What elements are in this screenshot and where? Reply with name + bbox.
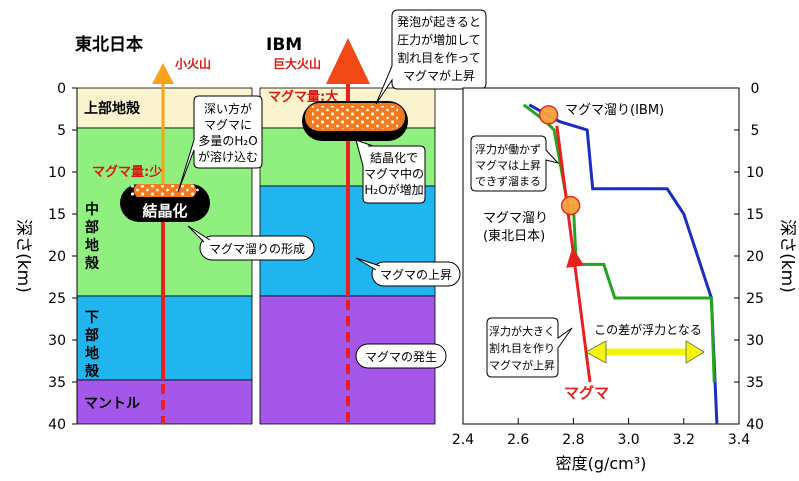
callout-magma-rise: マグマの上昇 [355,257,461,287]
svg-text:多量のH₂O: 多量のH₂O [198,134,257,148]
svg-text:マグマは上昇: マグマは上昇 [475,158,541,172]
svg-text:割れ目を作って: 割れ目を作って [397,50,480,65]
chart-y-tick-label: 40 [746,417,764,433]
chart-x-tick-label: 3.4 [728,432,750,448]
chart-y-tick-label: 15 [746,207,764,223]
left-depth-tick-label: 10 [48,165,66,181]
density-chart: 2.4 2.6 2.8 3.0 3.2 3.4 0 5 10 15 20 25 30 35 40 密度(g/… [452,81,797,473]
callout-bubbling: 発泡が起きると 圧力が増加して 割れ目を作って マグマが上昇 [375,9,487,105]
chart-x-tick-label: 2.6 [507,432,529,448]
left-depth-tick-label: 35 [48,375,66,391]
chart-x-tick-label: 2.4 [452,432,474,448]
chamber-marker-ibm [538,105,559,125]
chart-x-tick-label: 3.0 [617,432,639,448]
chamber-marker-tohoku [560,195,581,216]
left-panel: 0 5 10 15 20 25 30 35 40 深さ(km) 上部地殻 中 部 地 殻 下 部… [13,9,487,433]
left-depth-tick-label: 40 [48,417,66,433]
callout-magma-origin: マグマの発生 [355,343,447,369]
callout-deep-water: 深い方が マグマに 多量のH₂O が溶け込む [177,95,263,193]
chart-y-tick-label: 10 [746,165,764,181]
chart-axes: 2.4 2.6 2.8 3.0 3.2 3.4 0 5 10 15 20 25 30 35 40 [452,81,764,448]
svg-text:マグマが上昇: マグマが上昇 [403,68,475,83]
chart-x-tick-label: 2.8 [562,432,584,448]
ibm-magma-chamber [302,101,408,141]
svg-text:殻: 殻 [85,363,100,380]
chamber-tohoku-label-line2: (東北日本) [483,228,545,244]
chamber-tohoku-label-line1: マグマ溜り [483,211,548,226]
svg-text:浮力が働かず: 浮力が働かず [475,142,541,156]
left-depth-tick-label: 0 [57,81,66,97]
large-volcano-label: 巨大火山 [273,56,321,71]
svg-text:部: 部 [85,219,99,236]
left-depth-tick-label: 5 [57,123,66,139]
site-ibm-title: IBM [266,35,302,55]
chart-y-tick-label: 35 [746,375,764,391]
middle-crust-label: 中 部 地 殻 [85,201,100,272]
left-depth-tick-label: 20 [48,249,66,265]
svg-text:マグマ溜りの形成: マグマ溜りの形成 [209,241,305,256]
callout-buoyancy-none: 浮力が働かず マグマは上昇 できず溜まる [470,135,560,192]
left-depth-axis: 0 5 10 15 20 25 30 35 40 深さ(km) [13,81,78,433]
svg-text:圧力が増加して: 圧力が増加して [397,32,481,47]
svg-text:深い方が: 深い方が [204,101,252,116]
lower-crust-label: 下 部 地 殻 [85,310,100,380]
svg-text:結晶化で: 結晶化で [370,151,418,165]
chart-x-axis-label: 密度(g/cm³) [556,454,647,473]
chart-y-tick-label: 5 [751,123,760,139]
upper-crust-label: 上部地殻 [84,100,141,117]
chamber-ibm-label: マグマ溜り(IBM) [565,103,664,118]
svg-text:マグマ中の: マグマ中の [364,166,424,181]
svg-text:地: 地 [85,237,99,254]
magma-label: マグマ [564,384,609,402]
svg-text:マグマに: マグマに [204,118,252,132]
svg-text:発泡が起きると: 発泡が起きると [397,14,481,29]
chart-x-tick-label: 3.2 [673,432,695,448]
left-depth-axis-label: 深さ(km) [13,219,33,293]
small-volcano-label: 小火山 [175,56,211,71]
buoyancy-difference-arrow [585,340,705,364]
svg-text:中: 中 [85,201,99,218]
buoyancy-difference-label: この差が浮力となる [594,322,702,337]
svg-text:マグマの発生: マグマの発生 [365,350,437,364]
left-depth-tick-label: 15 [48,207,66,223]
chart-y-tick-label: 25 [746,291,764,307]
chart-y-tick-label: 0 [751,81,760,97]
chart-y-tick-label: 30 [746,333,764,349]
site-tohoku-title: 東北日本 [75,34,143,55]
svg-text:マグマが上昇: マグマが上昇 [489,358,555,372]
chart-y-tick-label: 20 [746,249,764,265]
small-volcano-icon [152,63,174,84]
chart-y-axis-label: 深さ(km) [777,219,797,293]
chart-series [522,103,719,425]
svg-text:浮力が大きく: 浮力が大きく [489,324,555,338]
svg-text:部: 部 [85,327,99,344]
svg-text:地: 地 [85,345,99,362]
left-depth-tick-label: 25 [48,291,66,307]
callout-chamber-formation: マグマ溜りの形成 [187,225,315,261]
callout-buoyancy-large: 浮力が大きく 割れ目を作り マグマが上昇 [486,317,573,378]
tohoku-magma-chamber: 結晶化 [120,184,210,222]
left-depth-tick-label: 30 [48,333,66,349]
magma-arrowhead [566,246,584,268]
svg-text:H₂Oが増加: H₂Oが増加 [364,182,423,197]
tohoku-magma-amount: マグマ量:少 [92,164,162,180]
svg-text:下: 下 [85,310,99,326]
mantle-label: マントル [84,396,140,412]
large-volcano-icon [326,38,370,84]
ibm-magma-amount: マグマ量:大 [268,89,338,105]
svg-text:割れ目を作り: 割れ目を作り [489,341,555,355]
svg-text:が溶け込む: が溶け込む [198,149,258,164]
svg-text:マグマの上昇: マグマの上昇 [380,268,452,282]
svg-text:殻: 殻 [85,255,100,272]
callout-crystallization-water: 結晶化で マグマ中の H₂Oが増加 [355,139,426,204]
series-line-ibm [528,103,719,425]
svg-text:できず溜まる: できず溜まる [475,174,541,188]
crystallization-label: 結晶化 [142,202,187,220]
